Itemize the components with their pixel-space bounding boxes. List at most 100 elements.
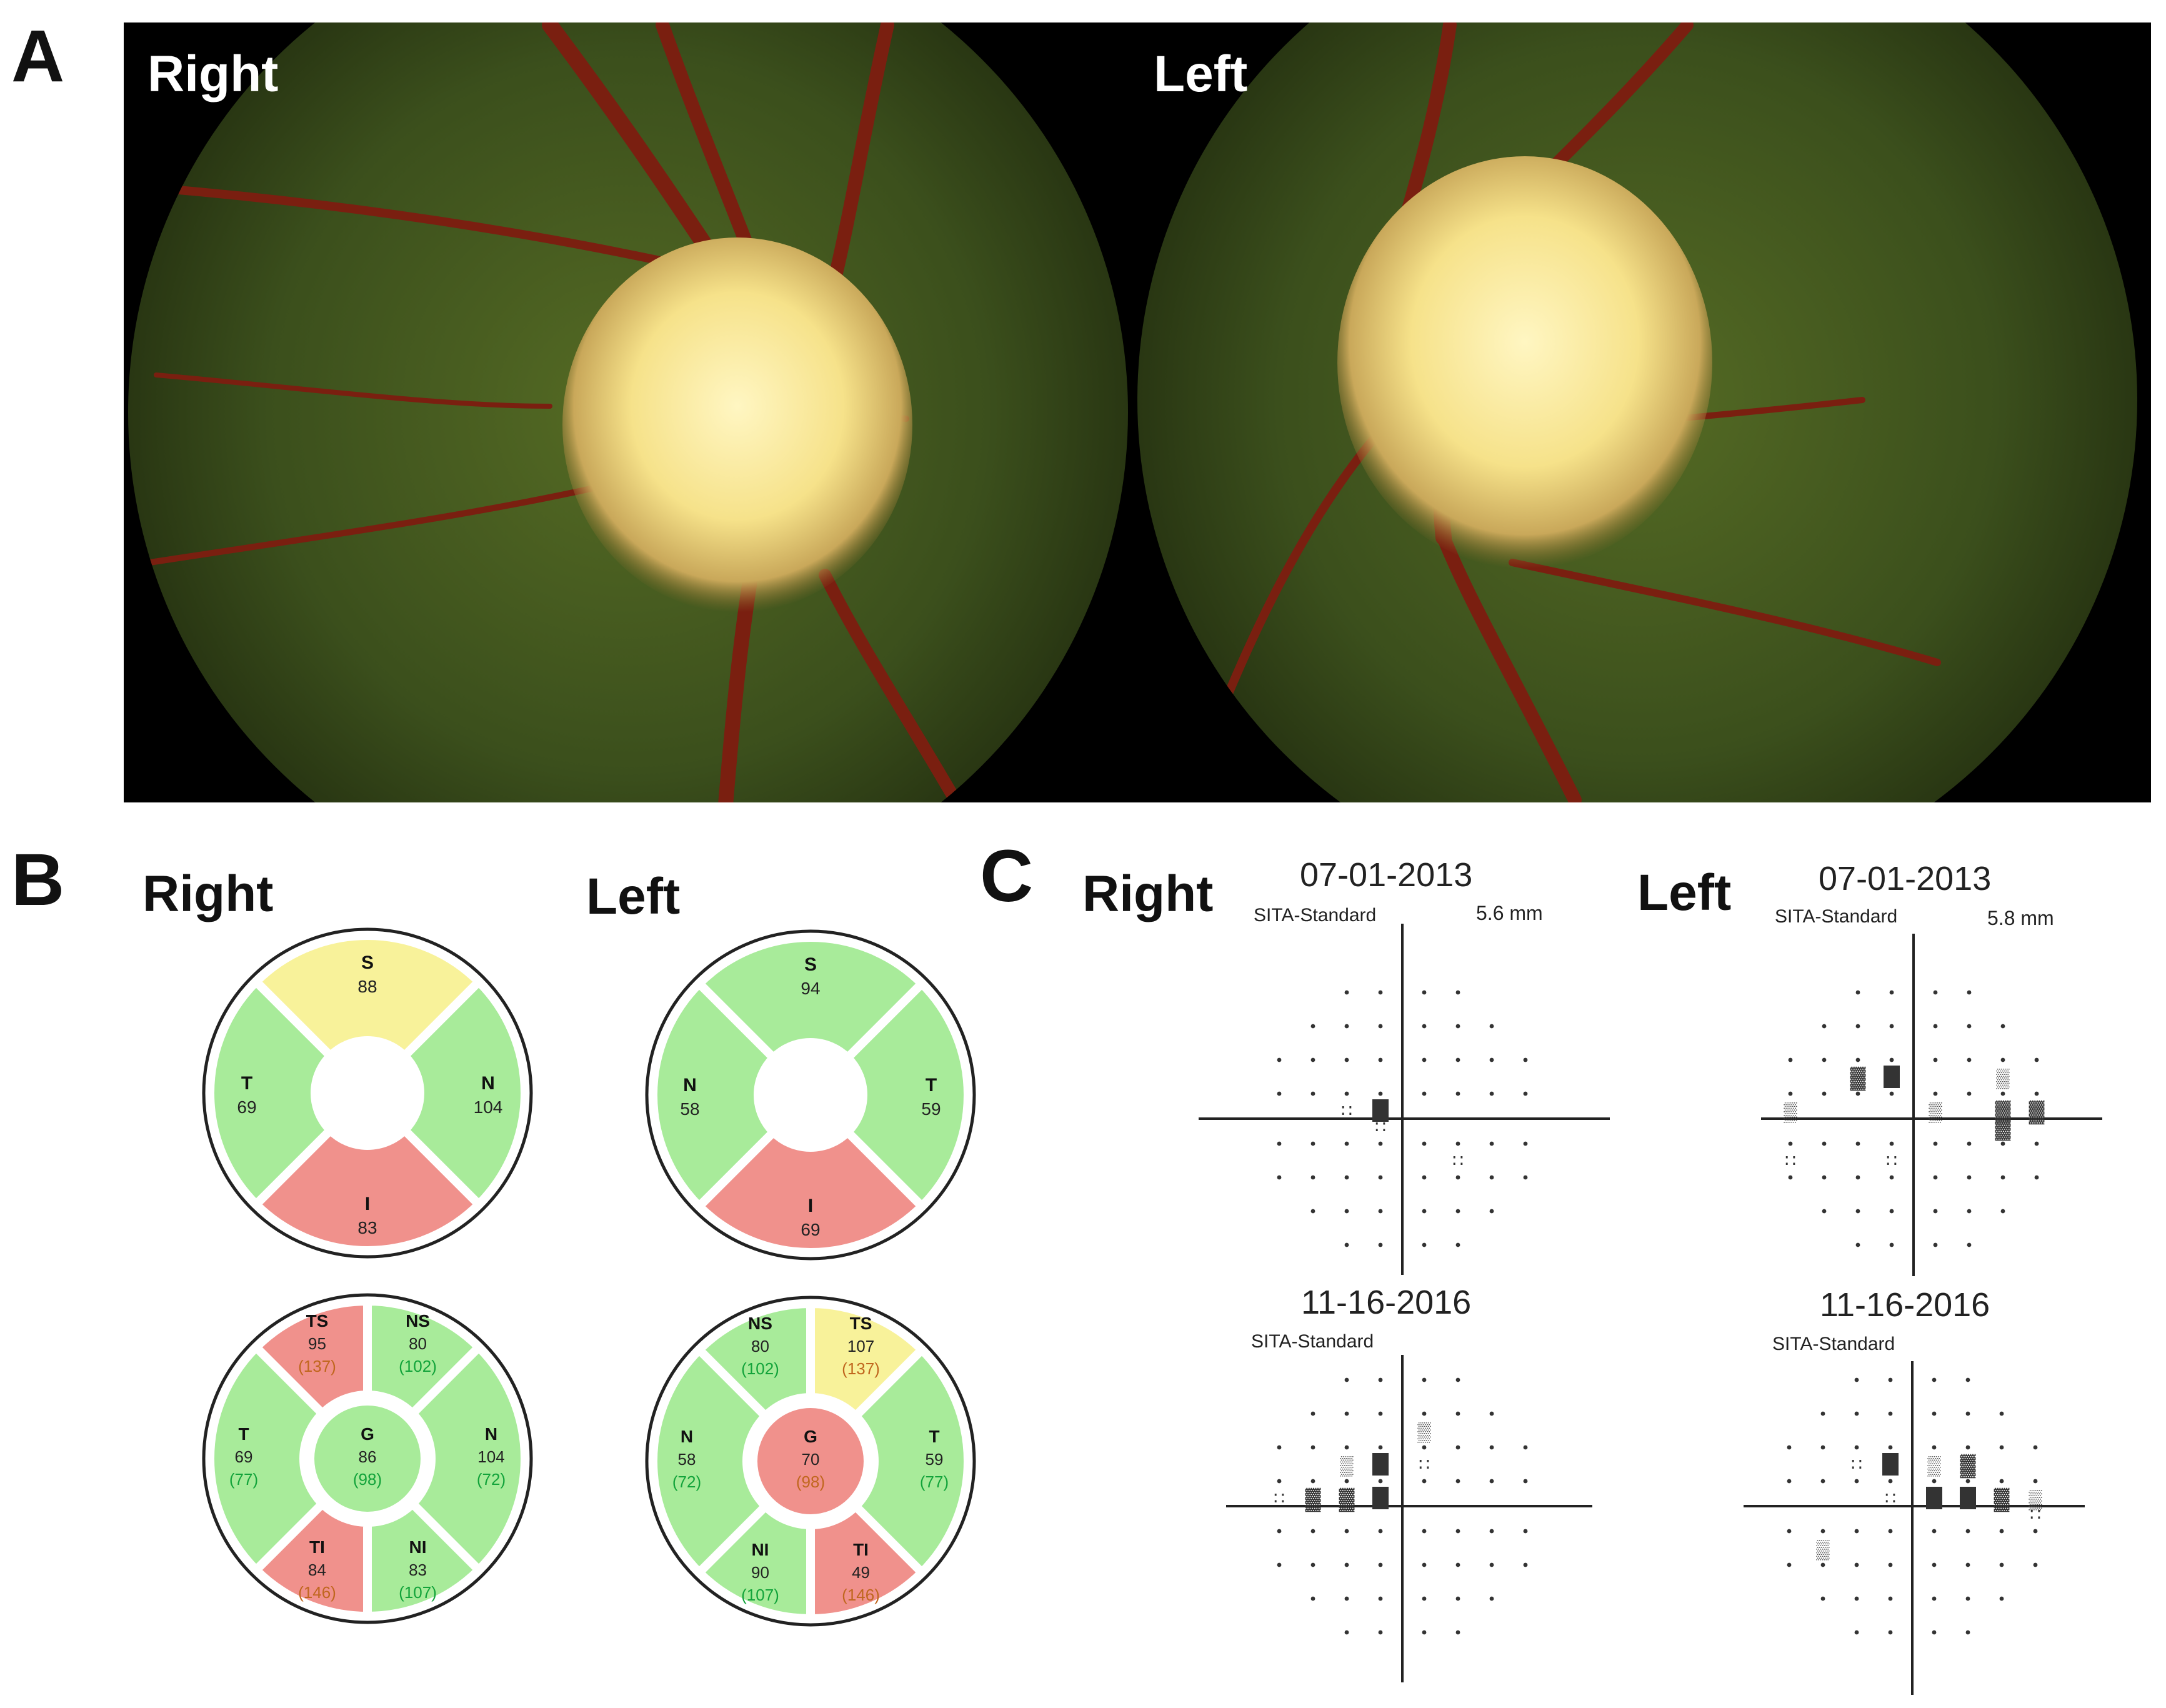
right-sector-t-label: T (238, 1424, 249, 1444)
left-sector-g-normal: (98) (796, 1472, 825, 1491)
left-quadrant-sector-s (692, 933, 929, 1064)
vf-point (1889, 1141, 1894, 1146)
vf-point (1344, 1091, 1349, 1096)
vf-point (1888, 1411, 1893, 1416)
left-quadrant-value-n: 58 (680, 1099, 699, 1119)
vf-defect-hatch: ▓ (1339, 1487, 1355, 1512)
vf-point (1932, 1630, 1937, 1635)
vf-defect-light: ▒ (1417, 1422, 1431, 1443)
vf-point (1344, 1562, 1349, 1567)
vf-point (1967, 1242, 1972, 1247)
left-quadrant-label-s: S (804, 954, 817, 975)
vf-right-bottom: ▒▒▓▓∷∷ (1226, 1355, 1592, 1682)
vf-point (1310, 1411, 1315, 1416)
vf-left-top-strategy: SITA-Standard (1775, 906, 1897, 927)
vf-point (1967, 1209, 1972, 1214)
vf-point (1344, 1630, 1349, 1635)
left-sector-ni-value: 90 (751, 1563, 769, 1582)
vf-defect-hatch: ▓ (1995, 1099, 2011, 1125)
vf-point (1422, 1024, 1427, 1029)
vf-point (1967, 1141, 1972, 1146)
vf-point (1967, 1024, 1972, 1029)
vf-point (1933, 1057, 1938, 1062)
vf-point (1310, 1479, 1315, 1484)
vf-defect-dots: ∷ (1885, 1489, 1896, 1508)
vf-point (1933, 1091, 1938, 1096)
vf-point (1422, 1411, 1427, 1416)
right-quadrant-sector-t (206, 975, 337, 1211)
vf-point (1523, 1091, 1528, 1096)
vf-point (2033, 1445, 2038, 1450)
vf-point (1422, 1479, 1427, 1484)
vf-point (1788, 1091, 1793, 1096)
vf-point (2000, 1175, 2005, 1180)
vf-point (1344, 1141, 1349, 1146)
vf-point (1344, 1529, 1349, 1534)
vf-defect-dense (1960, 1487, 1976, 1509)
left-sector-ni-normal: (107) (741, 1586, 779, 1604)
vf-point (1489, 1596, 1494, 1601)
vf-point (1888, 1596, 1893, 1601)
vf-point (1455, 990, 1460, 995)
vf-point (1932, 1377, 1937, 1382)
left-sector-t-value: 59 (926, 1450, 944, 1469)
vf-point (1422, 1445, 1427, 1450)
vf-point (1820, 1596, 1825, 1601)
vf-point (1422, 1529, 1427, 1534)
left-sector-sector-n (649, 1343, 772, 1579)
vf-right-top: ∷∷∷ (1199, 924, 1610, 1275)
vf-point (1822, 1141, 1827, 1146)
vf-point (1822, 1209, 1827, 1214)
vf-point (1344, 1057, 1349, 1062)
vf-point (1344, 1242, 1349, 1247)
vf-point (2033, 1529, 2038, 1534)
left-sector-t-normal: (77) (920, 1472, 949, 1491)
vf-point (1855, 1091, 1860, 1096)
vf-defect-dots: ∷ (1375, 1117, 1386, 1137)
vf-defect-dots: ∷ (1785, 1151, 1796, 1171)
vf-defect-dense (1884, 1066, 1900, 1088)
vf-point (1889, 1175, 1894, 1180)
vf-point (1277, 1141, 1282, 1146)
vf-point (1999, 1411, 2004, 1416)
left-sector-ts-label: TS (850, 1314, 872, 1333)
vf-point (1854, 1445, 1859, 1450)
vf-point (1854, 1411, 1859, 1416)
vf-point (1344, 1209, 1349, 1214)
vf-defect-dots: ∷ (1419, 1455, 1430, 1474)
vf-point (1489, 1411, 1494, 1416)
vf-point (1378, 1562, 1383, 1567)
left-sector-t-label: T (929, 1427, 939, 1446)
vf-point (1310, 1596, 1315, 1601)
vf-point (1378, 1141, 1383, 1146)
vf-point (1489, 1091, 1494, 1096)
vf-point (1277, 1562, 1282, 1567)
left-fundus-image (1137, 22, 2137, 802)
vf-defect-light: ▒ (1996, 1068, 2010, 1089)
vf-point (1822, 1024, 1827, 1029)
vf-point (1932, 1479, 1937, 1484)
left-quadrant-label-n: N (683, 1075, 697, 1096)
vf-point (2000, 1024, 2005, 1029)
vf-point (1965, 1562, 1970, 1567)
vf-point (1965, 1596, 1970, 1601)
vf-defect-dense (1372, 1099, 1389, 1122)
vf-point (1455, 1479, 1460, 1484)
vf-point (1854, 1596, 1859, 1601)
vf-point (1378, 1596, 1383, 1601)
vf-point (1888, 1562, 1893, 1567)
vf-point (1888, 1630, 1893, 1635)
vf-left-top-size: 5.8 mm (1987, 907, 2054, 929)
vf-point (1489, 1024, 1494, 1029)
right-sector-ni-normal: (107) (399, 1583, 437, 1602)
vf-point (1310, 1175, 1315, 1180)
vf-point (1889, 1242, 1894, 1247)
vf-point (2000, 1141, 2005, 1146)
vf-point (1932, 1596, 1937, 1601)
vf-point (1787, 1529, 1792, 1534)
vf-point (1455, 1141, 1460, 1146)
vf-point (1310, 1562, 1315, 1567)
left-sector-ts-value: 107 (847, 1337, 874, 1356)
vf-point (1933, 990, 1938, 995)
vf-defect-light: ▒ (1784, 1102, 1797, 1123)
